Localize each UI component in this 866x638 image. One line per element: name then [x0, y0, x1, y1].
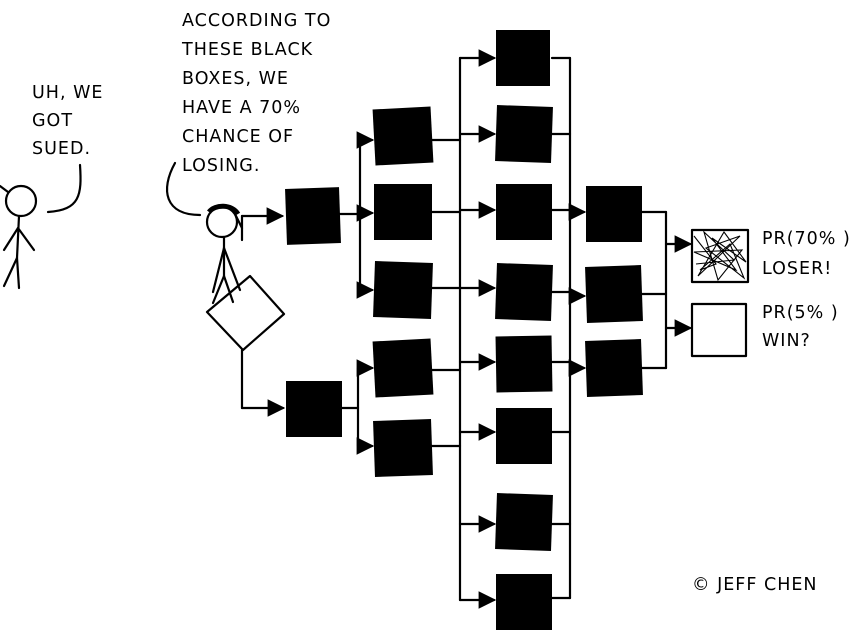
black-box: [496, 30, 550, 86]
black-box: [496, 408, 552, 464]
carried-box: [205, 274, 286, 352]
black-box: [495, 263, 553, 321]
black-box: [585, 265, 643, 323]
black-box: [374, 184, 432, 240]
left-speech-tail: [46, 163, 82, 214]
black-box: [372, 106, 434, 166]
right-speech-text: ACCORDING TO THESE BLACK BOXES, WE HAVE …: [181, 11, 338, 176]
center-stick-figure: [205, 203, 244, 305]
left-stick-figure: [0, 184, 38, 290]
black-box: [496, 574, 552, 630]
black-box: [372, 338, 434, 398]
credit-text: © JEFF CHEN: [692, 575, 818, 595]
black-box: [495, 105, 553, 163]
black-box: [286, 381, 342, 437]
outcome-loser-label: PR(70% ) LOSER!: [762, 229, 857, 279]
black-boxes: [285, 30, 643, 630]
black-box: [495, 335, 553, 393]
outcome-loser-box: [690, 228, 750, 284]
black-box: [496, 184, 552, 240]
outcome-win-box: [690, 302, 748, 358]
black-box: [495, 493, 553, 551]
black-box: [285, 187, 341, 245]
outcome-win-label: PR(5% ) WIN?: [762, 303, 845, 351]
black-box: [585, 339, 643, 397]
connector-lines: [240, 49, 693, 609]
left-speech-text: UH, WE GOT SUED.: [32, 83, 110, 159]
black-box: [586, 186, 642, 242]
right-speech-tail: [166, 161, 202, 217]
black-box: [373, 419, 433, 477]
black-box: [373, 261, 433, 319]
